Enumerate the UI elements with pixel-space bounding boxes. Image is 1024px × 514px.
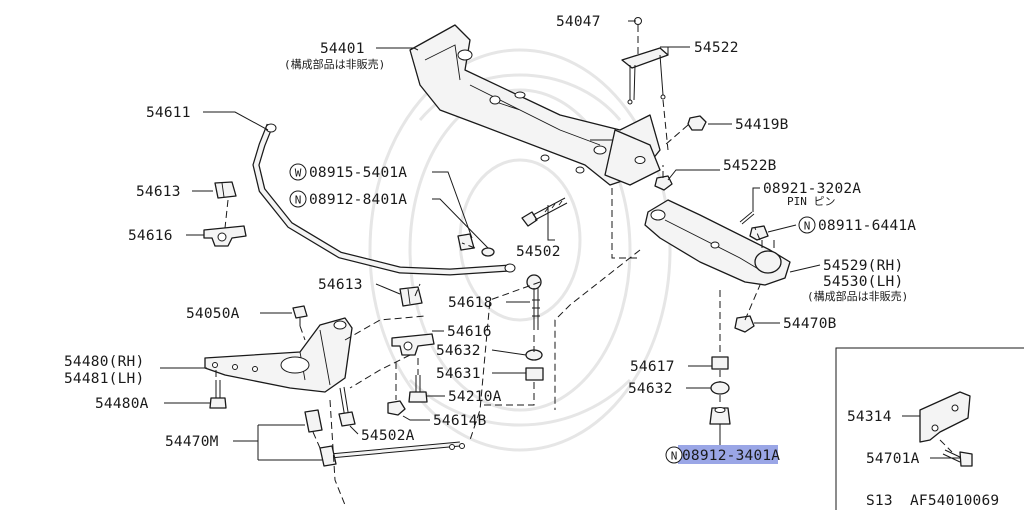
label-54632-lower: 54632 [628, 381, 673, 397]
label-54529-rh: 54529(RH) [823, 258, 903, 274]
bushing-54613-upper-part[interactable] [214, 181, 237, 199]
label-54401-note: (構成部品は非販売) [284, 57, 385, 71]
label-54530-lh: 54530(LH) [823, 274, 903, 290]
label-54614b: 54614B [433, 413, 487, 429]
label-08921-3202a: 08921-3202A [763, 181, 861, 197]
nut-54614b-part[interactable] [387, 400, 406, 416]
inset-panel: 54314 54701A S13 AF54010069 [835, 347, 1024, 510]
bolt-54210a-part[interactable] [408, 375, 428, 403]
bracket-54616-lower-part[interactable] [391, 333, 435, 356]
label-w-prefix: W [295, 167, 302, 180]
nut-54522b-part[interactable] [654, 175, 673, 191]
cotter-pin-part[interactable] [739, 211, 755, 225]
nut-08912-3401a-part[interactable] [709, 407, 731, 425]
footer-model: S13 [866, 493, 893, 509]
label-54502: 54502 [516, 244, 561, 260]
bolt-54502a-part[interactable] [338, 386, 356, 427]
label-54050a: 54050A [186, 306, 240, 322]
compression-rod-bracket-part[interactable] [204, 317, 353, 393]
label-54616-upper: 54616 [128, 228, 173, 244]
bushing-54631-part[interactable] [525, 367, 544, 381]
label-n-prefix-right: N [804, 220, 811, 233]
label-54470b: 54470B [783, 316, 837, 332]
label-54314: 54314 [847, 409, 892, 425]
label-54210a: 54210A [448, 389, 502, 405]
assembly-dash-lines [215, 36, 761, 506]
tension-rod-part[interactable] [304, 409, 465, 467]
bolt-54701a-part[interactable] [942, 449, 973, 467]
lower-arm-part[interactable] [644, 199, 791, 286]
nut-54419b-part[interactable] [687, 115, 707, 131]
label-54617: 54617 [630, 359, 675, 375]
label-pin-note: PIN ピン [787, 195, 836, 208]
label-54470m: 54470M [165, 434, 219, 450]
label-08915-5401a: 08915-5401A [309, 165, 407, 181]
bolt-54047-part[interactable] [634, 17, 642, 33]
label-54631: 54631 [436, 366, 481, 382]
bushing-54613-lower-part[interactable] [399, 286, 423, 307]
label-54522: 54522 [694, 40, 739, 56]
label-54522b: 54522B [723, 158, 777, 174]
washer-54632-lower-part[interactable] [710, 381, 730, 395]
label-54618: 54618 [448, 295, 493, 311]
label-54401: 54401 [320, 41, 365, 57]
bracket-54522-part[interactable] [621, 47, 669, 105]
label-08911-6441a: 08911-6441A [818, 218, 916, 234]
label-54502a: 54502A [361, 428, 415, 444]
label-54613-lower: 54613 [318, 277, 363, 293]
stabilizer-link-part[interactable] [526, 274, 542, 330]
leader-lines [160, 20, 960, 461]
bolt-54502-part[interactable] [521, 197, 568, 227]
label-54047: 54047 [556, 14, 601, 30]
label-54632-upper: 54632 [436, 343, 481, 359]
bushing-54617-part[interactable] [711, 356, 729, 370]
bolt-54050a-part[interactable] [292, 305, 308, 326]
stabilizer-bar-part[interactable] [252, 123, 516, 276]
nut-symbol-n-right [798, 216, 816, 234]
label-54613-upper: 54613 [136, 184, 181, 200]
label-54616-lower: 54616 [447, 324, 492, 340]
label-54480a: 54480A [95, 396, 149, 412]
label-54419b: 54419B [735, 117, 789, 133]
labels: 54047 54522 54401 (構成部品は非販売) 54611 54419… [64, 14, 916, 464]
stabilizer-washer-part[interactable] [457, 233, 495, 257]
bracket-54314-part[interactable] [919, 391, 971, 443]
nut-08911-part[interactable] [749, 225, 769, 241]
crossmember-part[interactable] [409, 24, 661, 186]
label-54701a: 54701A [866, 451, 920, 467]
footer-diagram-code: AF54010069 [910, 493, 999, 509]
nut-symbol-n-lower [665, 446, 683, 464]
label-08912-3401a[interactable]: 08912-3401A [682, 448, 780, 464]
nut-54470b-part[interactable] [734, 315, 755, 333]
label-n-prefix-lower: N [671, 450, 678, 463]
label-n-prefix-upper: N [295, 194, 302, 207]
label-54480-rh: 54480(RH) [64, 354, 144, 370]
bracket-54616-upper-part[interactable] [203, 225, 247, 247]
label-54611: 54611 [146, 105, 191, 121]
label-08912-8401a: 08912-8401A [309, 192, 407, 208]
label-54481-lh: 54481(LH) [64, 371, 144, 387]
nut-symbol-n-upper [289, 190, 307, 208]
highlight-08912-3401a [678, 445, 778, 464]
bolt-54480a-part[interactable] [209, 380, 227, 409]
label-54530-note: (構成部品は非販売) [807, 289, 908, 303]
washer-symbol-w [289, 163, 307, 181]
